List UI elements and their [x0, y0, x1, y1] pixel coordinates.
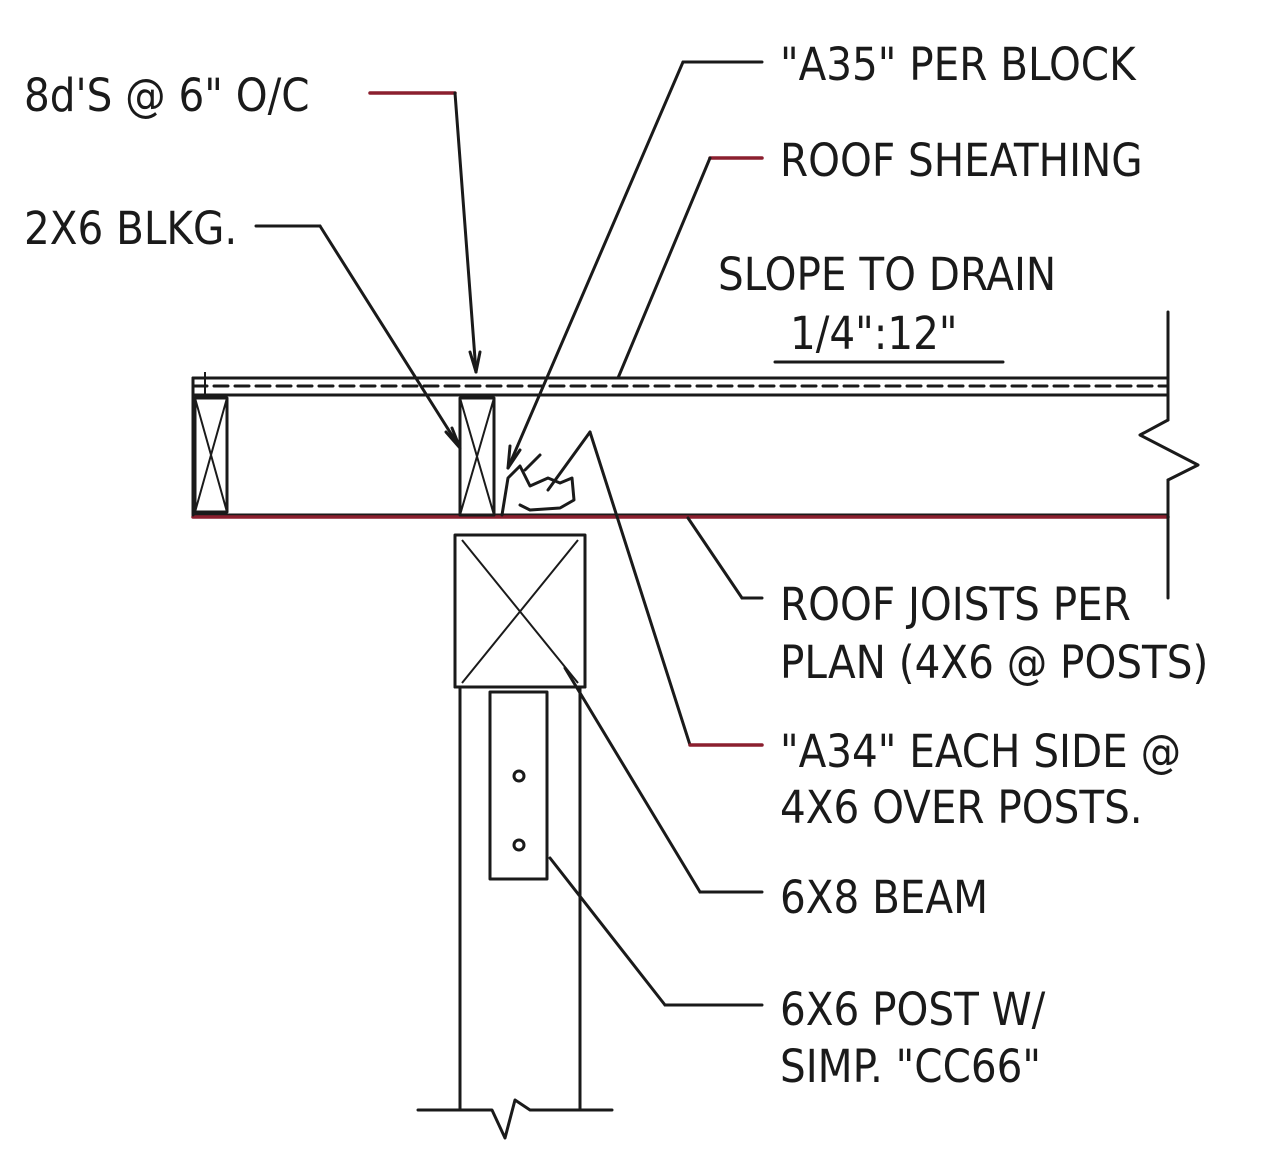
label-blocking: 2X6 BLKG. — [24, 202, 237, 255]
label-nailing: 8d'S @ 6" O/C — [24, 69, 310, 122]
leader-sheathing — [616, 156, 764, 380]
a34-clip — [500, 453, 576, 517]
break-line-right — [1138, 310, 1200, 600]
leader-a34 — [546, 430, 764, 747]
beam-6x8 — [453, 533, 587, 689]
roof-sheathing — [191, 376, 1170, 397]
label-joists-line2: PLAN (4X6 @ POSTS) — [780, 636, 1208, 689]
slope-value: 1/4":12" — [790, 307, 958, 360]
label-a34-line1: "A34" EACH SIDE @ — [780, 725, 1181, 778]
label-sheathing: ROOF SHEATHING — [780, 134, 1143, 187]
leader-joists — [686, 516, 764, 600]
label-a35: "A35" PER BLOCK — [780, 38, 1137, 91]
blocking-2x6 — [458, 396, 496, 517]
label-post-line2: SIMP. "CC66" — [780, 1040, 1041, 1093]
slope-indicator: SLOPE TO DRAIN 1/4":12" — [718, 248, 1056, 364]
break-line-bottom — [416, 1098, 614, 1140]
roof-joist — [191, 376, 1170, 519]
slope-title: SLOPE TO DRAIN — [718, 248, 1056, 301]
label-a34-line2: 4X6 OVER POSTS. — [780, 781, 1143, 834]
leader-a35 — [506, 60, 764, 470]
leader-blocking — [254, 224, 462, 450]
label-post-line1: 6X6 POST W/ — [780, 983, 1046, 1036]
post-6x6 — [458, 685, 582, 1112]
leader-post — [548, 856, 764, 1007]
label-beam: 6X8 BEAM — [780, 871, 988, 924]
joist-end-block — [193, 372, 229, 514]
cc66-post-cap — [488, 690, 549, 881]
leader-beam — [563, 666, 764, 894]
label-joists-line1: ROOF JOISTS PER — [780, 578, 1131, 631]
leader-nailing — [368, 91, 482, 374]
